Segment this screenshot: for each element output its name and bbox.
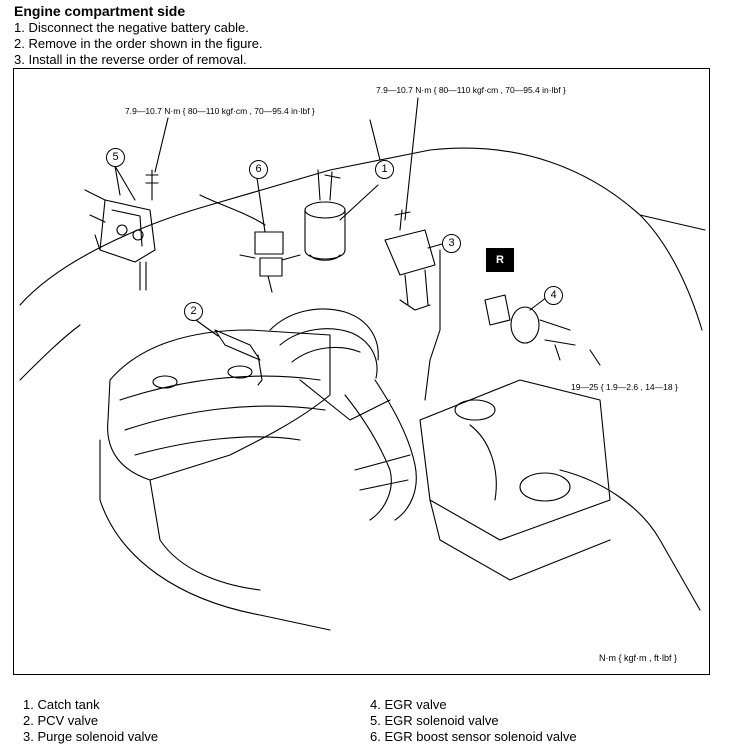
torque-label-right: 7.9—10.7 N·m { 80—110 kgf·cm , 70—95.4 i… bbox=[376, 85, 566, 95]
legend-item-1: 1. Catch tank bbox=[23, 697, 100, 712]
instruction-step-3: 3. Install in the reverse order of remov… bbox=[14, 52, 247, 67]
page-heading: Engine compartment side bbox=[14, 3, 186, 19]
legend-item-6: 6. EGR boost sensor solenoid valve bbox=[370, 729, 577, 744]
legend-item-2: 2. PCV valve bbox=[23, 713, 99, 728]
instruction-step-1: 1. Disconnect the negative battery cable… bbox=[14, 20, 249, 35]
legend-item-4: 4. EGR valve bbox=[370, 697, 447, 712]
instruction-step-2: 2. Remove in the order shown in the figu… bbox=[14, 36, 263, 51]
torque-label-left: 7.9—10.7 N·m { 80—110 kgf·cm , 70—95.4 i… bbox=[125, 106, 315, 116]
legend-item-3: 3. Purge solenoid valve bbox=[23, 729, 159, 744]
callout-3: 3 bbox=[442, 234, 461, 253]
reuse-badge: R bbox=[486, 248, 514, 272]
legend-item-5: 5. EGR solenoid valve bbox=[370, 713, 499, 728]
callout-4: 4 bbox=[544, 286, 563, 305]
diagram-frame bbox=[13, 68, 710, 675]
unit-note: N·m { kgf·m , ft·lbf } bbox=[599, 653, 678, 663]
callout-5: 5 bbox=[106, 148, 125, 167]
torque-label-egr-bolt: 19—25 { 1.9—2.6 , 14—18 } bbox=[571, 382, 678, 392]
callout-6: 6 bbox=[249, 160, 268, 179]
callout-1: 1 bbox=[375, 160, 394, 179]
callout-2: 2 bbox=[184, 302, 203, 321]
